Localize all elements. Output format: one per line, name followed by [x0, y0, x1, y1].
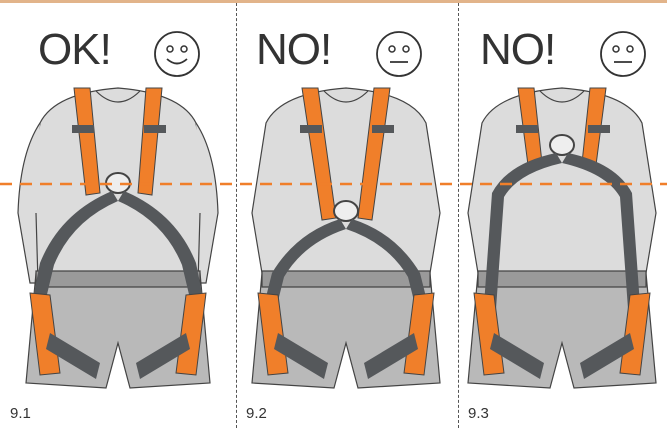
verdict-label: OK! — [38, 25, 112, 74]
panel-divider — [236, 3, 237, 428]
verdict-label: NO! — [480, 25, 556, 74]
smiley-face-icon — [154, 31, 200, 77]
neutral-face-icon — [376, 31, 422, 77]
panel-9-1: OK! — [0, 3, 236, 428]
panel-9-2: NO! 9.2 — [236, 3, 458, 428]
figure-number: 9.1 — [10, 405, 31, 422]
harness-illustration-too-low — [251, 87, 441, 389]
harness-illustration-correct — [17, 87, 219, 389]
panel-9-3: NO! 9.3 — [458, 3, 667, 428]
verdict-label: NO! — [256, 25, 332, 74]
neutral-face-icon — [600, 31, 646, 77]
figure-number: 9.3 — [468, 405, 489, 422]
top-rule — [0, 0, 667, 3]
panel-divider — [458, 3, 459, 428]
figure-number: 9.2 — [246, 405, 267, 422]
chest-height-guide-line — [0, 182, 667, 186]
harness-illustration-too-high — [467, 87, 657, 389]
